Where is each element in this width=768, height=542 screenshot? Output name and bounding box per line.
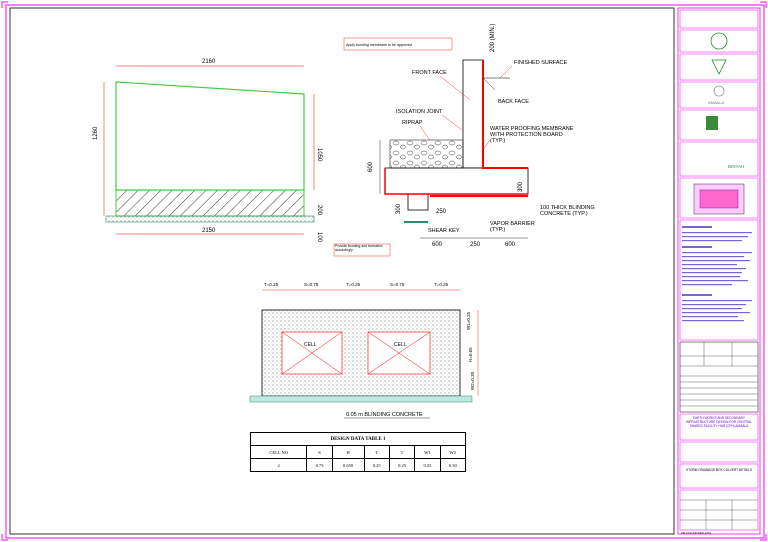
table-header-row: CELL NO S H T T W1 W2 [249,445,467,459]
cell-dim-t3: T=0.25 [434,282,449,287]
table-cell: 0.75 [306,458,333,472]
drawing-title: STORM DRAINAGE BOX CULVERT DETAILS [686,468,752,472]
table-header: W1 [414,445,441,459]
label-front-face: FRONT FACE [412,70,447,76]
label-vapor: VAPOR BARRIER (TYP.) [490,221,535,233]
table-header: T [363,445,390,459]
title-block: AMAALA BINYAH EARTH WORKS AND SECONDARY … [677,7,761,535]
table-title: DESIGN DATA TABLE 1 [250,432,466,446]
cell-box: CELL CELL T=0.25 S=0.75 T=0.25 S=0.75 T=… [249,282,479,419]
drawing-frame [9,7,675,535]
dim-width-bottom: 2150 [202,228,216,234]
cell-dim-t2: T=0.25 [346,282,361,287]
dim-small-2: 100 [316,232,322,243]
sec-dim-key-w: 250 [436,209,447,215]
cell-dim-t1: T=0.25 [264,282,279,287]
dim-height-left: 1260 [93,126,99,140]
note-bonding: Provide bonding and formation accordingl… [335,244,383,252]
sec-dim-base-left: 600 [432,242,443,248]
logo-text: AMAALA [708,100,725,105]
table-header: S [306,445,333,459]
drawing-number: AM-CFH-DR-DRG-1001 [681,531,712,535]
cell-dim-w2: W2=0.30 [470,371,475,390]
note-membrane: Apply bonding membrane to be approved [346,43,412,47]
label-blinding-concrete: 0.05 m BLINDING CONCRETE [346,412,423,418]
company-name: BINYAH [728,164,744,169]
company-mark-icon [706,116,718,130]
emblem-icon [710,32,728,50]
table-cell: 0.30 [439,458,467,472]
cell-label-2: CELL [394,342,407,348]
wall-section: 600 300 200 (MIN.) 300 250 600 250 600 A… [333,24,595,257]
label-waterproofing: WATER PROOFING MEMBRANE WITH PROTECTION … [490,126,574,144]
label-isolation-joint: ISOLATION JOINT [396,109,443,115]
label-finished-surface: FINISHED SURFACE [514,60,568,66]
table-header: H [331,445,365,459]
sec-dim-key: 300 [396,203,402,214]
table-cell: 0.25 [363,458,390,472]
label-riprap: RIPRAP [402,120,423,126]
cell-dim-s2: S=0.75 [390,282,405,287]
dim-width-top: 2160 [202,59,216,65]
sec-dim-left: 600 [368,161,374,172]
sec-dim-base-right: 600 [505,242,516,248]
label-back-face: BACK FACE [498,99,529,105]
cell-dim-w1: W1=0.25 [466,311,471,330]
table-cell: 0.25 [414,458,441,472]
label-shear-key: SHEAR KEY [428,228,460,234]
table-header: W2 [439,445,467,459]
amaala-logo-icon [713,85,725,97]
table-cell: 0.25 [388,458,416,472]
table-cell: 2 [249,458,308,472]
cell-label-1: CELL [304,342,317,348]
dim-small-1: 200 [316,205,322,216]
design-data-table: DESIGN DATA TABLE 1 CELL NO S H T T W1 W… [249,432,467,472]
sec-dim-top: 200 (MIN.) [490,24,496,52]
table-header: T [388,445,416,459]
palm-icon [711,59,727,75]
table-cell: 0.650 [331,458,365,472]
sec-dim-base-mid: 250 [470,242,481,248]
project-title: EARTH WORKS AND SECONDARY INFRASTRUCTURE… [686,416,752,428]
table-row: 2 0.75 0.650 0.25 0.25 0.25 0.30 [249,458,467,472]
wall-elevation: 2160 2150 1260 1050 200 100 [93,59,322,243]
dim-height-right: 1050 [316,148,322,162]
cell-dim-h: H=0.65 [468,347,473,362]
sec-dim-right: 300 [518,181,524,192]
table-header: CELL NO [249,445,308,459]
label-blinding: 100 THICK BLINDING CONCRETE (TYP.) [540,205,595,217]
cell-dim-s1: S=0.75 [304,282,319,287]
